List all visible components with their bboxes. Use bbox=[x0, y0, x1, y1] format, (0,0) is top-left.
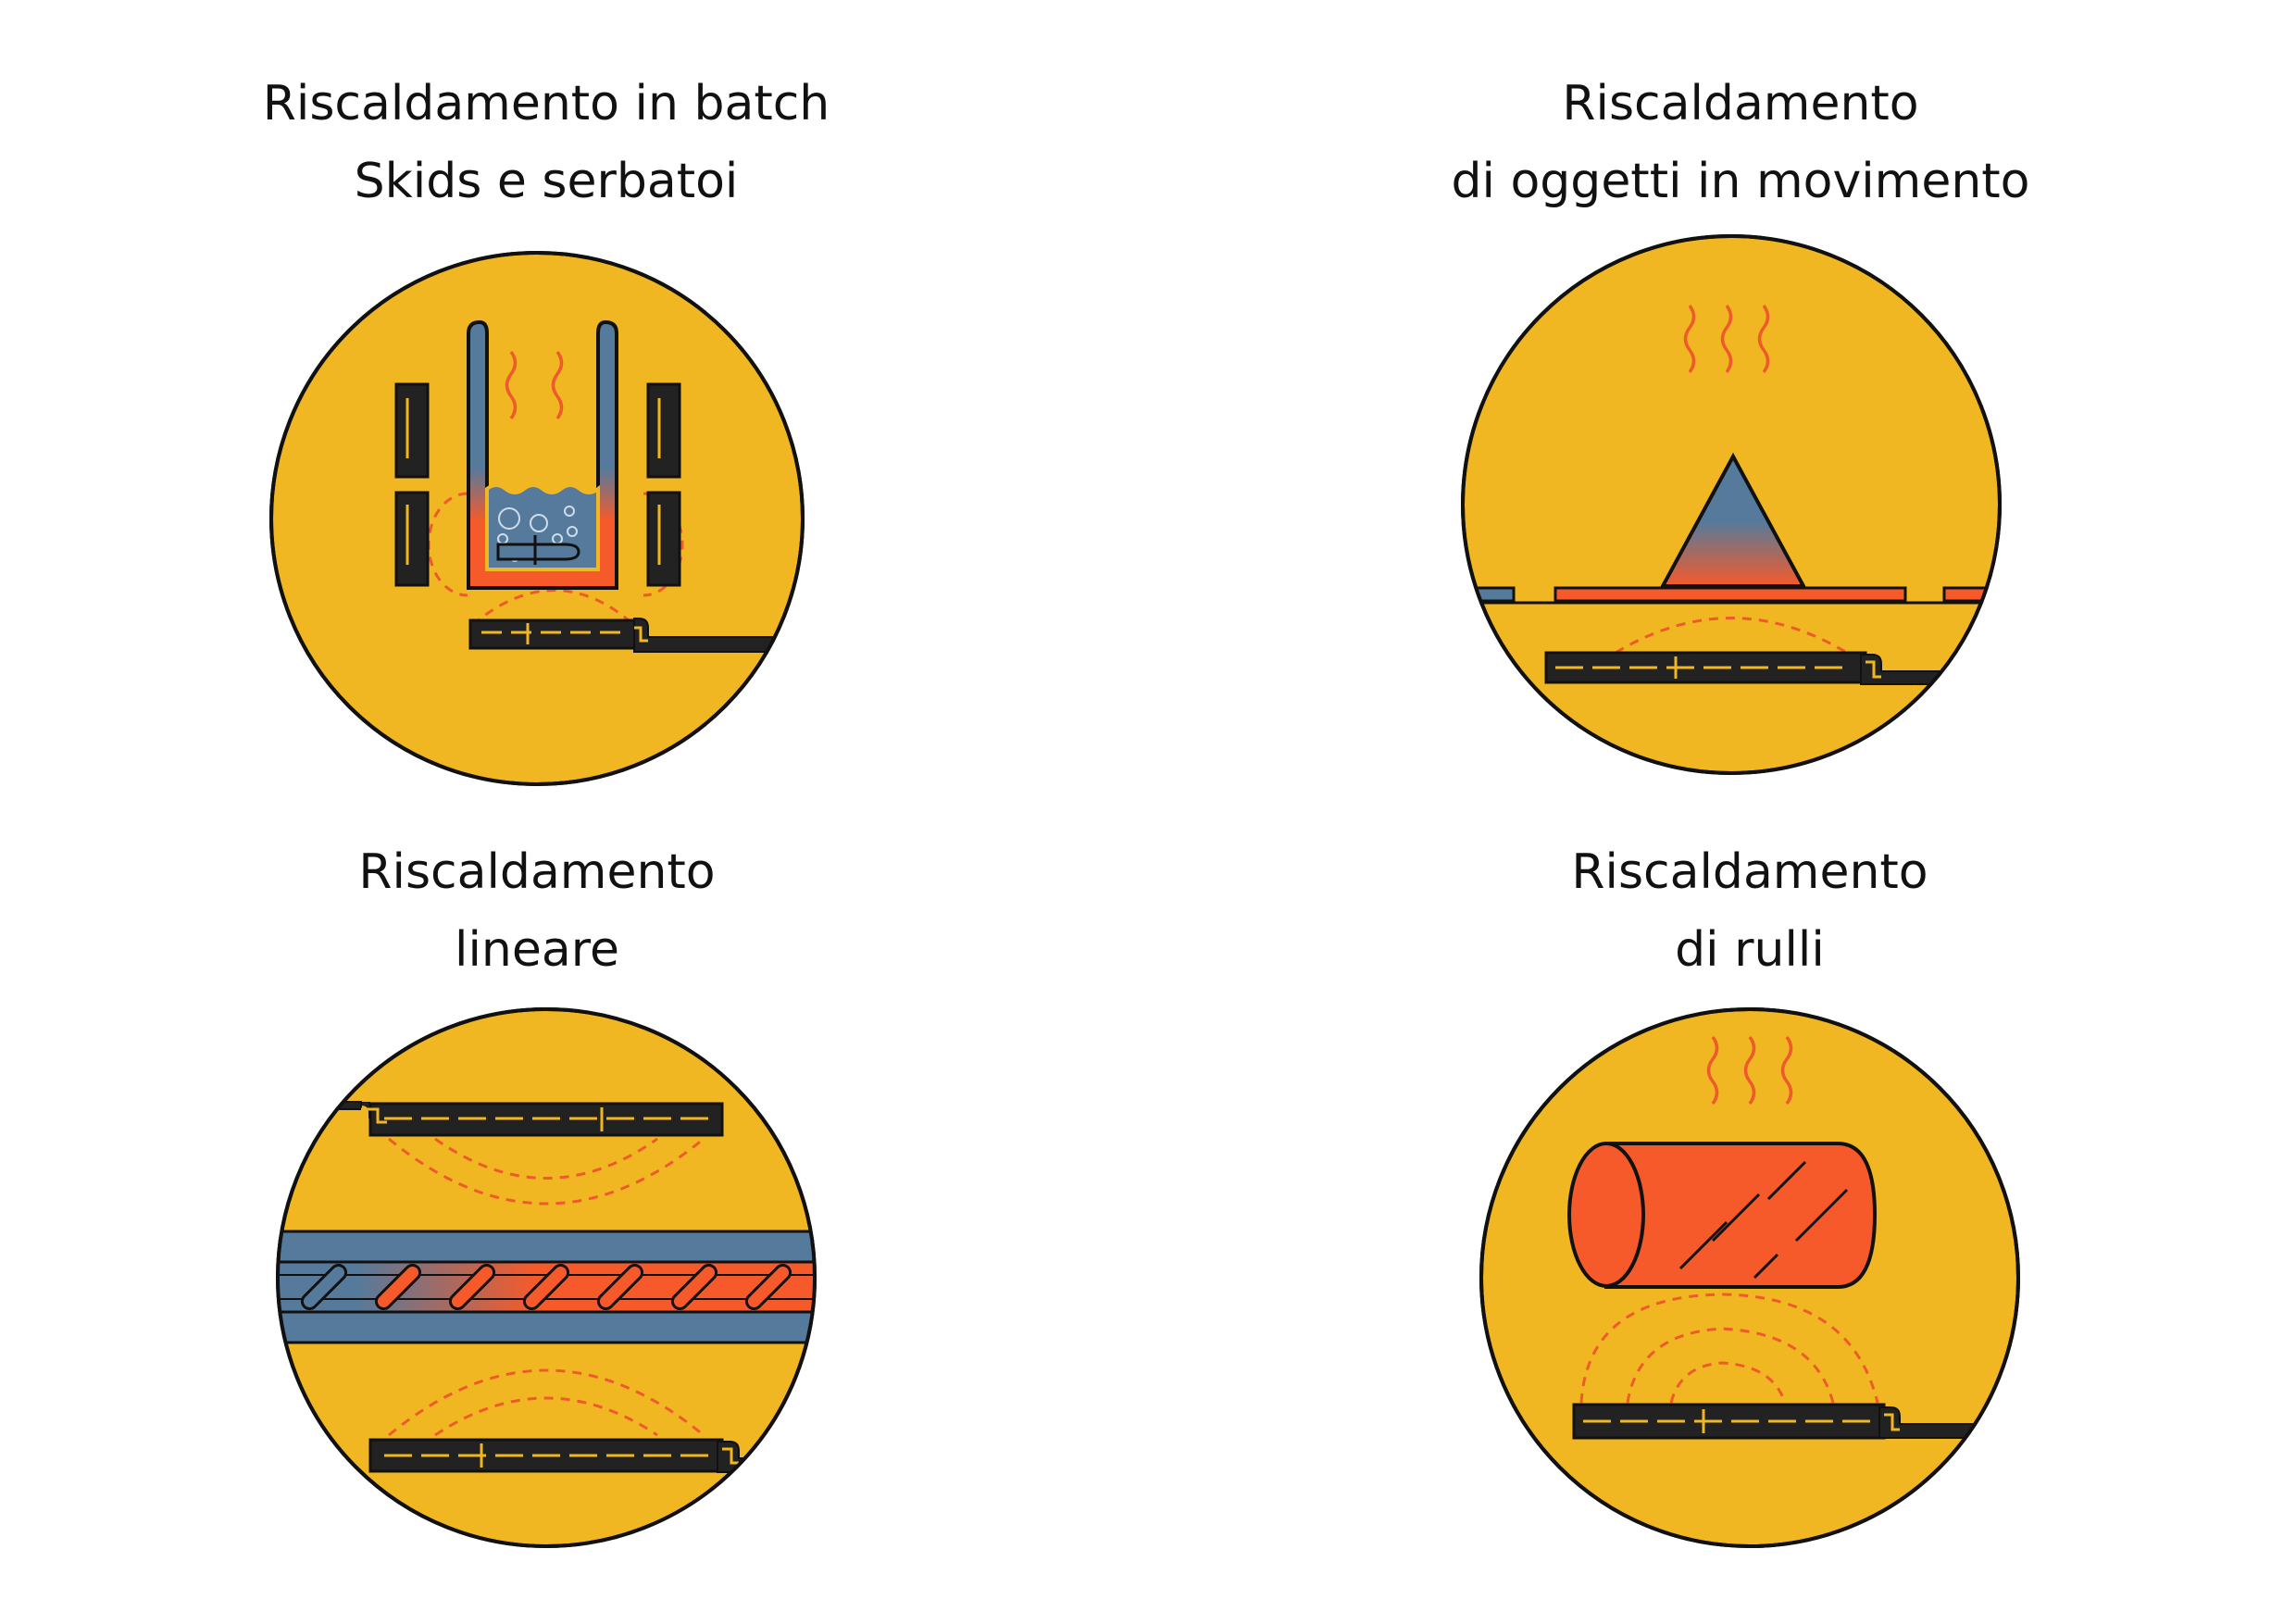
title-rolls-line-1: Riscaldamento bbox=[1571, 844, 1928, 900]
title-linear-line-1: Riscaldamento bbox=[358, 844, 716, 900]
heat-waves-icon bbox=[505, 350, 564, 420]
title-moving-line-2: di oggetti in movimento bbox=[1451, 154, 2030, 209]
induction-coil-icon bbox=[368, 1438, 815, 1473]
title-moving-line-1: Riscaldamento bbox=[1562, 76, 1919, 131]
moving-illustration bbox=[1461, 234, 2002, 775]
batch-illustration bbox=[269, 251, 805, 786]
title-linear-line-2: lineare bbox=[455, 922, 619, 978]
batch-side-coils bbox=[394, 382, 681, 587]
rolls-illustration bbox=[1479, 1007, 2020, 1548]
title-rolls: Riscaldamento di rulli bbox=[1379, 833, 2120, 989]
pipe-icon bbox=[278, 1230, 815, 1344]
title-rolls-line-2: di rulli bbox=[1675, 922, 1825, 978]
induction-coil-icon bbox=[1544, 651, 2000, 685]
title-batch-line-2: Skids e serbatoi bbox=[354, 154, 739, 209]
title-batch-line-1: Riscaldamento in batch bbox=[262, 76, 830, 131]
induction-coil-icon bbox=[1572, 1403, 2018, 1440]
cone-workpiece-icon bbox=[1659, 452, 1807, 588]
title-linear: Riscaldamento lineare bbox=[167, 833, 907, 989]
title-batch: Riscaldamento in batch Skids e serbatoi bbox=[176, 65, 917, 220]
heat-waves-icon bbox=[1706, 1035, 1793, 1106]
title-moving: Riscaldamento di oggetti in movimento bbox=[1370, 65, 2111, 220]
auger-icon bbox=[300, 1263, 792, 1311]
tank-icon bbox=[467, 319, 618, 590]
roller-icon bbox=[1567, 1142, 1878, 1289]
linear-illustration bbox=[276, 1007, 817, 1548]
heat-waves-icon bbox=[1683, 304, 1770, 374]
